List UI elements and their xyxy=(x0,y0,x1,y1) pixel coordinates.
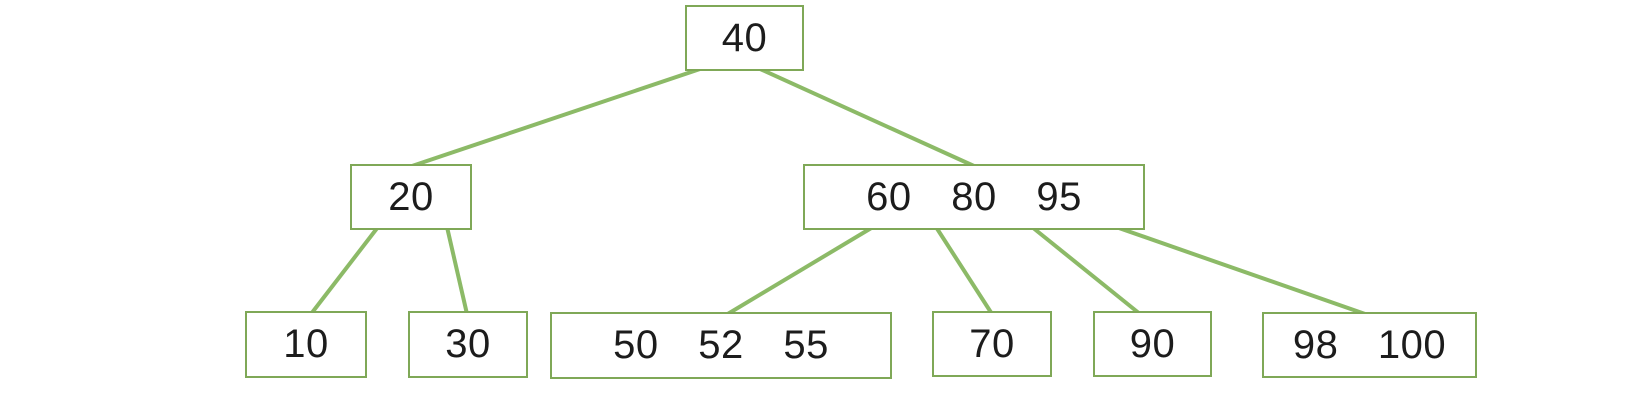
edge-608095-to-505255 xyxy=(724,225,875,317)
edge-20-to-30 xyxy=(445,226,469,315)
tree-node-98-100: 98 100 xyxy=(1262,312,1477,378)
edge-608095-to-90 xyxy=(1030,225,1142,316)
edge-608095-to-70 xyxy=(934,225,994,316)
tree-node-10: 10 xyxy=(245,311,367,378)
edge-20-to-10 xyxy=(309,225,380,316)
tree-node-50-52-55: 50 52 55 xyxy=(550,312,892,379)
edge-608095-to-98100 xyxy=(1115,225,1369,317)
tree-node-70: 70 xyxy=(932,311,1052,377)
tree-node-90: 90 xyxy=(1093,311,1212,377)
tree-node-60-80-95: 60 80 95 xyxy=(803,164,1145,230)
edge-40-to-20 xyxy=(411,66,704,168)
edge-40-to-60-80-95 xyxy=(757,66,975,168)
tree-node-20: 20 xyxy=(350,164,472,230)
tree-node-30: 30 xyxy=(408,311,528,378)
tree-node-40: 40 xyxy=(685,5,804,71)
